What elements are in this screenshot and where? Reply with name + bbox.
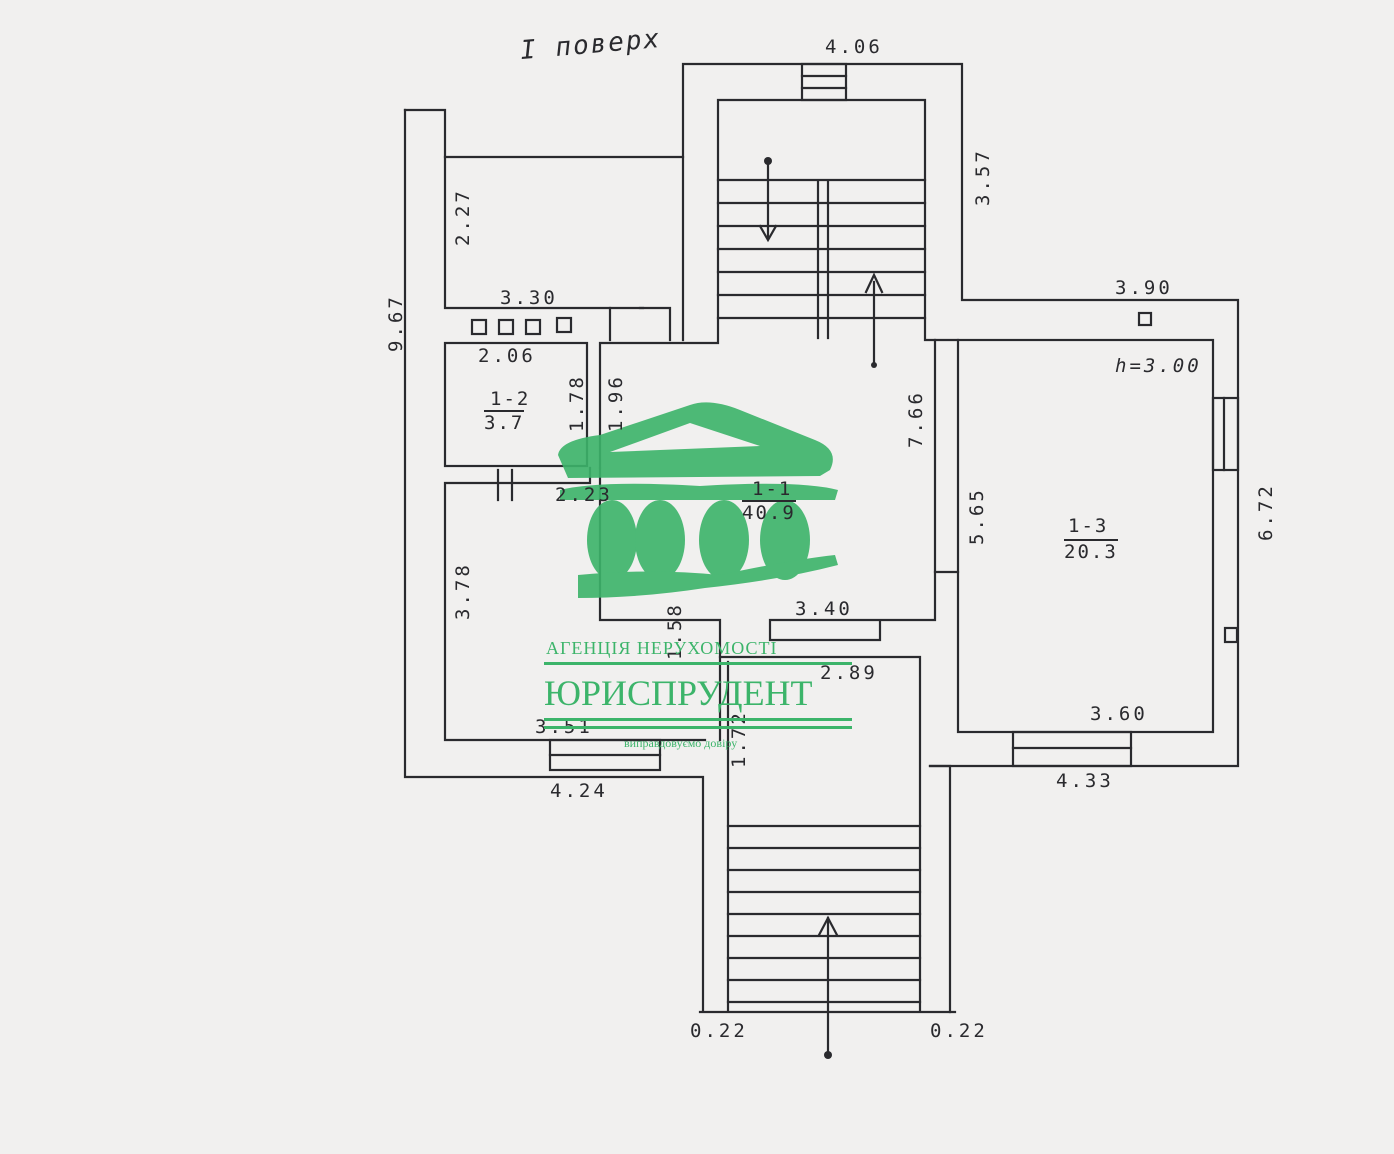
room-1-1-id: 1-1 xyxy=(752,478,793,500)
room-1-1-area: 40.9 xyxy=(742,500,796,524)
dim-hall-height: 7.66 xyxy=(905,390,927,448)
watermark-agency-text: АГЕНЦІЯ НЕРУХОМОСТІ xyxy=(546,638,778,658)
watermark-rule-top xyxy=(544,662,852,665)
dim-upper-left-room-width: 3.30 xyxy=(500,287,558,309)
room-1-3-area: 20.3 xyxy=(1064,539,1118,563)
watermark-brand-text: ЮРИСПРУДЕНТ xyxy=(544,673,813,713)
dim-right-outer: 6.72 xyxy=(1255,483,1277,541)
dim-hall-bottom: 3.40 xyxy=(795,598,853,620)
dim-room-1-2-height: 1.78 xyxy=(566,374,588,432)
dim-room-1-2-width: 2.06 xyxy=(478,345,536,367)
chimney-mark-right-top xyxy=(1137,311,1153,327)
room-1-2-outline xyxy=(443,341,589,468)
dim-lower-left-height: 3.78 xyxy=(452,562,474,620)
dim-porch-right: 0.22 xyxy=(930,1020,988,1042)
ceiling-height-note: h=3.00 xyxy=(1115,355,1202,377)
dim-right-room-height: 5.65 xyxy=(966,487,988,545)
dim-right-upper: 3.57 xyxy=(972,148,994,206)
lower-staircase xyxy=(698,655,957,1057)
room-1-2-area: 3.7 xyxy=(484,410,525,434)
right-window xyxy=(1211,396,1240,472)
room-1-2-id: 1-2 xyxy=(490,388,531,410)
upper-left-room xyxy=(443,155,685,342)
chimney-mark-right xyxy=(1223,626,1239,644)
dim-top-stair: 4.06 xyxy=(825,36,883,58)
door-2-23 xyxy=(496,468,514,502)
dim-left-total: 9.67 xyxy=(385,294,407,352)
dim-right-bottom-outer: 4.33 xyxy=(1056,770,1114,792)
outer-wall-right-lower xyxy=(928,764,952,1014)
watermark-slogan-text: виправдовуємо довіру xyxy=(624,736,738,750)
outer-wall-left-side xyxy=(403,108,705,1012)
dim-right-room-top: 3.90 xyxy=(1115,277,1173,299)
right-room-wall-inner xyxy=(933,338,960,574)
dim-porch-left: 0.22 xyxy=(690,1020,748,1042)
upper-door xyxy=(608,306,672,342)
room-1-3-id: 1-3 xyxy=(1068,515,1109,537)
dim-corridor-196: 1.96 xyxy=(605,374,627,432)
outer-wall-left xyxy=(403,62,1240,768)
upper-staircase xyxy=(716,158,927,367)
dim-bottom-left-outer: 4.24 xyxy=(550,780,608,802)
dim-upper-left-room-height: 2.27 xyxy=(452,188,474,246)
vent-row xyxy=(470,316,573,336)
watermark-rule-bottom xyxy=(544,726,852,729)
dim-corridor-223: 2.23 xyxy=(555,484,613,506)
watermark-logo xyxy=(558,402,838,598)
top-window xyxy=(800,62,848,102)
dim-right-room-width: 3.60 xyxy=(1090,703,1148,725)
dim-stair-289: 2.89 xyxy=(820,662,878,684)
watermark-rule-mid xyxy=(544,718,852,721)
